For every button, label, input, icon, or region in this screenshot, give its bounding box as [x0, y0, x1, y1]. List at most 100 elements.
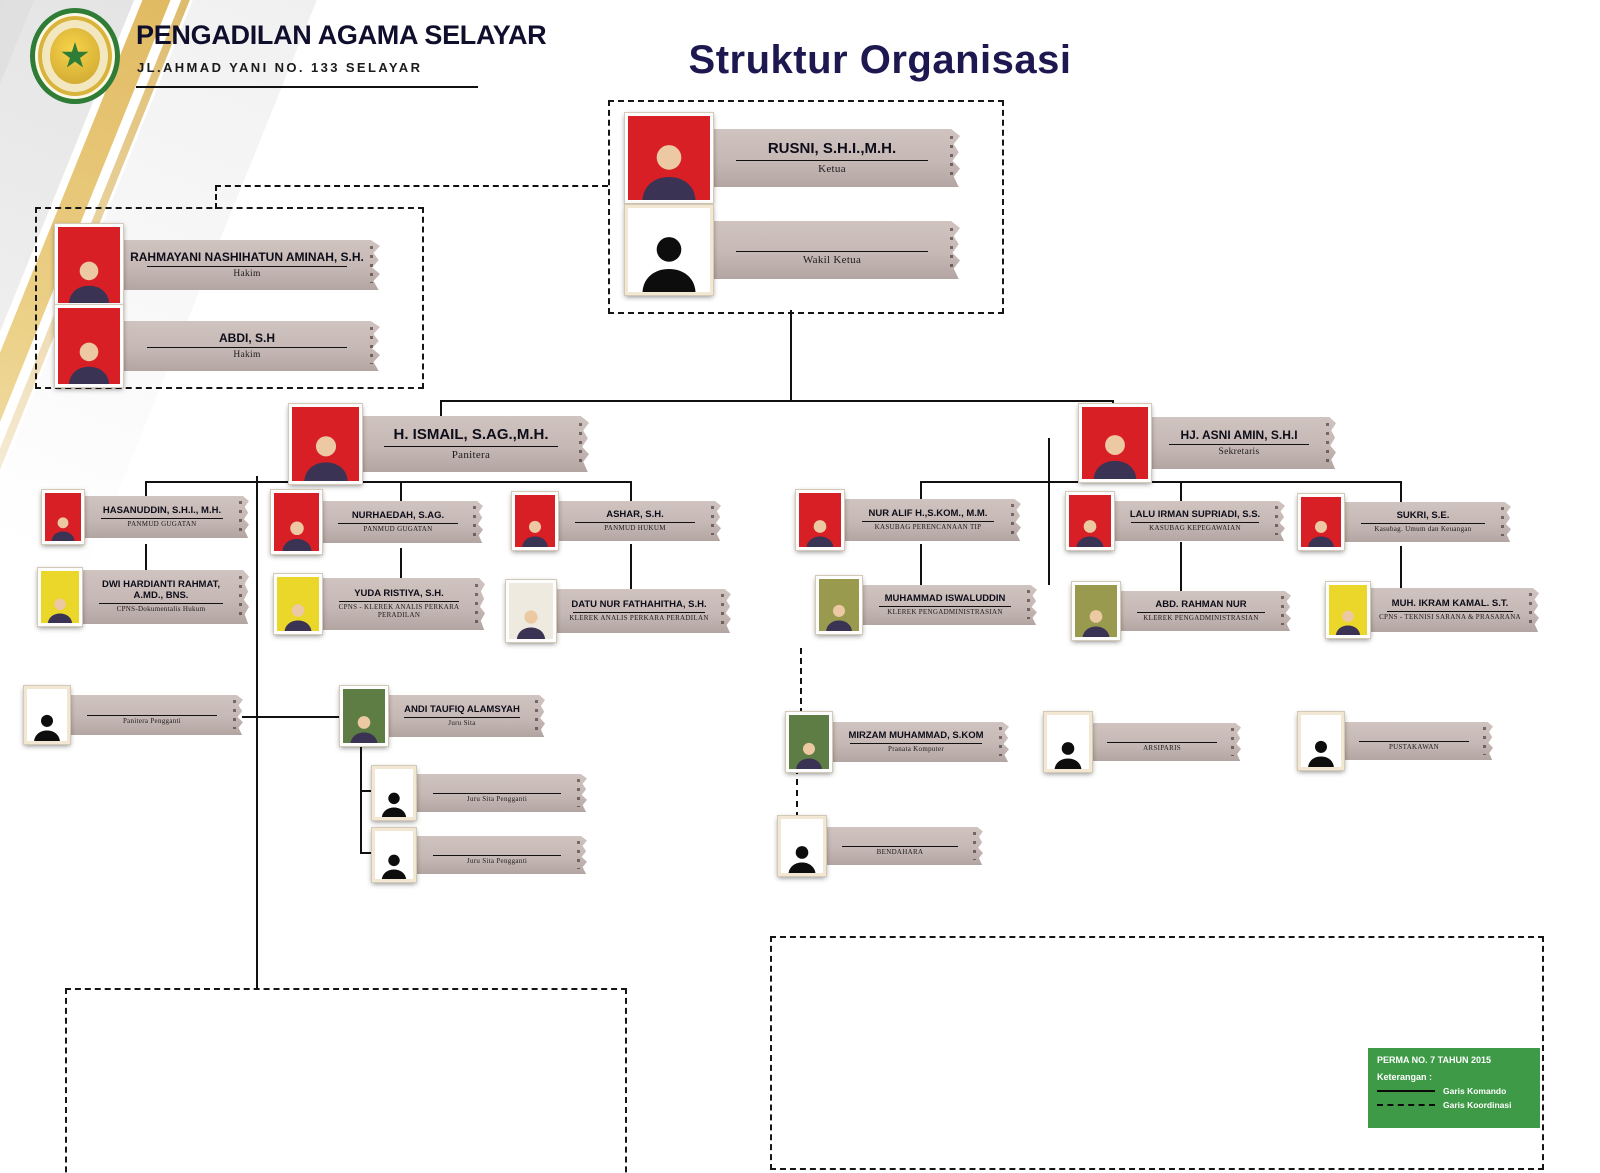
person-icon — [796, 743, 822, 769]
command-line — [360, 742, 362, 854]
legend-item-komando: Garis Komando — [1377, 1086, 1531, 1096]
name-ribbon: NURHAEDAH, S.AG. PANMUD GUGATAN — [317, 501, 483, 543]
person-card-nur-alif: NUR ALIF H.,S.KOM., M.M. KASUBAG PERENCA… — [795, 489, 1021, 551]
name-ribbon: BENDAHARA — [821, 827, 983, 865]
person-title: Juru Sita Pengganti — [466, 794, 528, 803]
person-title: Ketua — [818, 162, 846, 175]
person-photo — [371, 827, 417, 883]
person-card-hakim-2: ABDI, S.H Hakim — [54, 304, 380, 388]
person-icon — [642, 236, 696, 292]
person-icon — [1082, 609, 1110, 637]
person-title: KLEREK PENGADMINISTRASIAN — [887, 607, 1003, 616]
coordination-line — [215, 185, 608, 187]
person-card-hasanuddin: HASANUDDIN, S.H.I., M.H. PANMUD GUGATAN — [41, 489, 249, 545]
person-card-sukri: SUKRI, S.E. Kasubag. Umum dan Keuangan — [1297, 493, 1511, 551]
person-photo — [1043, 711, 1093, 773]
person-icon — [1335, 610, 1361, 635]
person-icon — [1076, 519, 1104, 547]
person-card-juru-sita: ANDI TAUFIQ ALAMSYAH Juru Sita — [339, 685, 545, 747]
person-name: YUDA RISTIYA, S.H. — [354, 587, 444, 599]
legend-item-koordinasi: Garis Koordinasi — [1377, 1100, 1531, 1110]
person-icon — [69, 261, 109, 303]
person-photo — [23, 685, 71, 745]
name-underline — [1137, 611, 1265, 613]
legend-label: Garis Koordinasi — [1443, 1100, 1512, 1110]
page-title: Struktur Organisasi — [688, 38, 1072, 82]
person-card-ikram: MUH. IKRAM KAMAL. S.T. CPNS - TEKNISI SA… — [1325, 581, 1539, 639]
person-name — [75, 705, 229, 713]
name-ribbon: HJ. ASNI AMIN, S.H.I Sekretaris — [1146, 417, 1336, 469]
person-photo — [54, 223, 124, 307]
person-icon — [47, 598, 73, 623]
command-line — [920, 481, 1402, 483]
name-underline — [1359, 740, 1469, 742]
person-title: BENDAHARA — [876, 847, 924, 856]
person-title: PANMUD GUGATAN — [363, 524, 433, 533]
name-ribbon: RUSNI, S.H.I.,M.H. Ketua — [708, 129, 960, 187]
name-underline — [574, 521, 696, 523]
person-name — [421, 845, 573, 853]
court-logo — [30, 8, 120, 104]
person-title: Juru Sita Pengganti — [466, 856, 528, 865]
person-icon — [1308, 741, 1334, 767]
person-card-jsp-1: Juru Sita Pengganti — [371, 765, 587, 821]
person-name: MIRZAM MUHAMMAD, S.KOM — [848, 729, 984, 741]
person-name: NUR ALIF H.,S.KOM., M.M. — [868, 507, 988, 519]
person-card-hakim-1: RAHMAYANI NASHIHATUN AMINAH, S.H. Hakim — [54, 223, 380, 307]
person-title: KASUBAG PERENCANAAN TIP — [874, 522, 982, 531]
person-photo — [1071, 581, 1121, 641]
command-line — [440, 400, 1114, 402]
name-ribbon: MUH. IKRAM KAMAL. S.T. CPNS - TEKNISI SA… — [1365, 588, 1539, 632]
name-ribbon: MUHAMMAD ISWALUDDIN KLEREK PENGADMINISTR… — [857, 585, 1037, 625]
name-underline — [861, 520, 995, 522]
person-title: Panitera — [451, 448, 491, 461]
command-line — [1400, 481, 1402, 508]
name-ribbon: HASANUDDIN, S.H.I., M.H. PANMUD GUGATAN — [79, 496, 249, 538]
person-icon — [381, 792, 407, 817]
person-photo — [1325, 581, 1371, 639]
name-underline — [879, 605, 1011, 607]
stripe — [0, 0, 38, 1173]
person-title: Hakim — [233, 349, 261, 360]
name-ribbon: ABDI, S.H Hakim — [118, 321, 380, 371]
person-name — [1349, 731, 1479, 739]
person-title: CPNS-Dokumentalis Hukum — [116, 604, 206, 613]
name-underline — [87, 714, 217, 716]
solid-line-sample — [1377, 1090, 1435, 1092]
person-title: Juru Sita — [448, 718, 476, 727]
gold-stripe — [0, 0, 222, 942]
person-title: PANMUD GUGATAN — [127, 519, 197, 528]
name-ribbon: Juru Sita Pengganti — [411, 836, 587, 874]
name-underline — [338, 522, 458, 524]
person-photo — [339, 685, 389, 747]
legend-heading: PERMA NO. 7 TAHUN 2015 — [1377, 1055, 1492, 1065]
command-line — [400, 548, 402, 586]
person-name: HASANUDDIN, S.H.I., M.H. — [102, 504, 222, 516]
name-underline — [1131, 521, 1259, 523]
person-card-yuda: YUDA RISTIYA, S.H. CPNS - KLEREK ANALIS … — [273, 573, 485, 635]
person-photo — [273, 573, 323, 635]
command-line — [920, 544, 922, 588]
name-underline — [147, 346, 347, 348]
person-photo — [1297, 493, 1345, 551]
person-card-datu: DATU NUR FATHAHITHA, S.H. KLEREK ANALIS … — [505, 579, 731, 643]
name-ribbon: NUR ALIF H.,S.KOM., M.M. KASUBAG PERENCA… — [839, 499, 1021, 541]
name-ribbon: LALU IRMAN SUPRIADI, S.S. KASUBAG KEPEGA… — [1109, 501, 1285, 541]
name-underline — [147, 265, 347, 267]
name-underline — [573, 611, 705, 613]
person-name — [1097, 732, 1227, 740]
person-icon — [51, 517, 75, 541]
person-name: ASHAR, S.H. — [606, 508, 664, 520]
person-photo — [270, 489, 323, 555]
person-card-wakil-ketua: Wakil Ketua — [624, 204, 960, 296]
legend-subheading: Keterangan : — [1377, 1072, 1433, 1082]
person-photo — [624, 112, 714, 204]
name-ribbon: ABD. RAHMAN NUR KLEREK PENGADMINISTRASIA… — [1115, 591, 1291, 631]
name-underline — [433, 854, 561, 856]
person-title: CPNS - KLEREK ANALIS PERKARA PERADILAN — [338, 602, 460, 619]
person-card-panitera-pengganti: Panitera Pengganti — [23, 685, 243, 745]
command-line — [790, 310, 792, 402]
name-underline — [842, 845, 958, 847]
group-box-bottom-left — [65, 988, 627, 1173]
name-ribbon: SUKRI, S.E. Kasubag. Umum dan Keuangan — [1339, 502, 1511, 542]
